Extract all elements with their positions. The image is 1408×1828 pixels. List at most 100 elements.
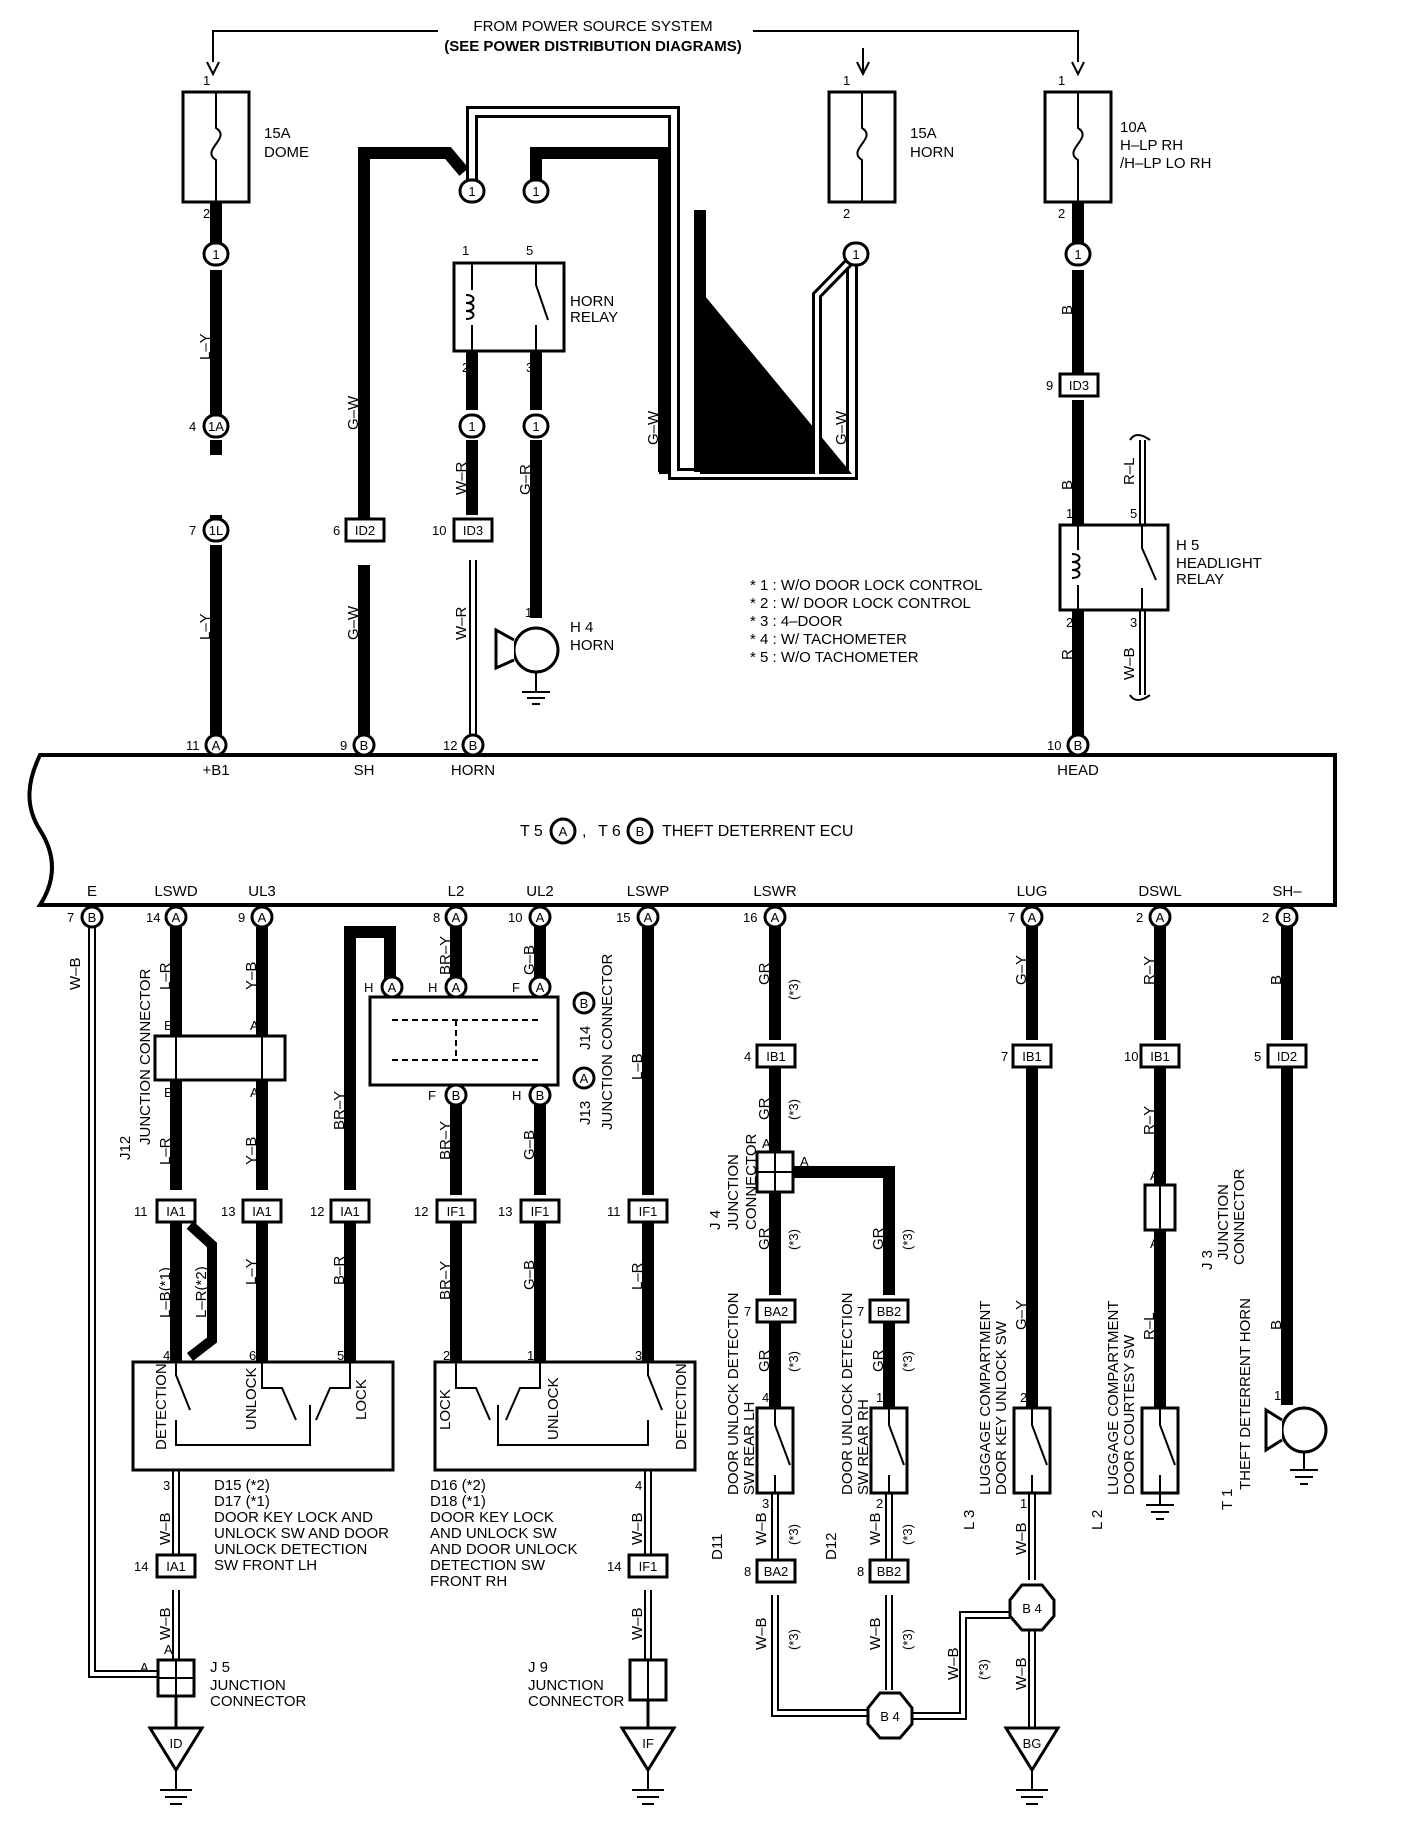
svg-text:14: 14 [146,910,160,925]
ecu-top-terminal: B 10 HEAD [1047,733,1099,779]
svg-text:W–B: W–B [1013,1657,1030,1690]
svg-text:A: A [388,980,397,995]
svg-text:12: 12 [414,1204,428,1219]
svg-text:D12: D12 [823,1532,840,1560]
svg-text:(*3): (*3) [786,979,801,1000]
svg-text:B: B [88,910,97,925]
svg-text:L–B: L–B [629,1053,646,1080]
svg-text:D17 (*1): D17 (*1) [214,1493,270,1510]
svg-text:W–B: W–B [867,1617,884,1650]
svg-text:2: 2 [1136,910,1143,925]
svg-text:1: 1 [468,419,475,434]
svg-text:J 3: J 3 [1199,1250,1216,1270]
svg-text:1: 1 [212,247,219,262]
svg-text:UNLOCK: UNLOCK [545,1377,562,1440]
svg-text:UNLOCK SW AND DOOR: UNLOCK SW AND DOOR [214,1525,389,1542]
svg-text:4: 4 [762,1390,769,1405]
svg-text:W–B: W–B [1121,647,1138,680]
svg-text:10: 10 [1124,1049,1138,1064]
ground-bg: BG [1003,1726,1061,1805]
svg-text:A: A [1150,1168,1159,1183]
svg-text:B: B [1059,305,1076,315]
svg-text:CONNECTOR: CONNECTOR [528,1693,625,1710]
svg-text:B: B [1268,1320,1285,1330]
svg-text:(*3): (*3) [900,1351,915,1372]
svg-text:HEADLIGHT: HEADLIGHT [1176,555,1262,572]
junction-j9: J 9 JUNCTION CONNECTOR [528,1658,668,1710]
svg-text:IB1: IB1 [1150,1049,1170,1064]
svg-text:(*3): (*3) [786,1229,801,1250]
svg-text:BA2: BA2 [764,1564,789,1579]
svg-text:L–R: L–R [157,1137,174,1165]
svg-text:E: E [164,1018,173,1033]
horn-h4: 1 H 4 HORN [494,605,614,705]
headlight-relay: 1 5 2 3 H 5 HEADLIGHT RELAY [1058,506,1262,630]
svg-text:1: 1 [852,247,859,262]
svg-text:L–B(*1): L–B(*1) [157,1267,174,1318]
svg-text:BB2: BB2 [877,1304,902,1319]
svg-text:L 3: L 3 [961,1510,978,1530]
svg-text:B: B [1283,910,1292,925]
svg-text:2: 2 [443,1348,450,1363]
svg-text:12: 12 [443,738,457,753]
junction-j13-j14: A H A H A F B F B H B A J14 J13 JUNCTION… [364,953,616,1130]
svg-text:3: 3 [1130,615,1137,630]
svg-text:J13: J13 [577,1101,594,1125]
svg-text:3: 3 [526,360,533,375]
fuse-dome: 1 15A DOME 2 [181,73,309,221]
svg-text:6: 6 [333,523,340,538]
svg-text:1: 1 [468,184,475,199]
wire-label-ly1: L–Y [197,333,214,360]
svg-text:G–Y: G–Y [1013,1300,1030,1330]
svg-text:UNLOCK: UNLOCK [243,1367,260,1430]
svg-text:3: 3 [163,1478,170,1493]
svg-text:THEFT DETERRENT HORN: THEFT DETERRENT HORN [1237,1298,1254,1490]
svg-text:2: 2 [1262,910,1269,925]
svg-text:L–R(*2): L–R(*2) [193,1266,210,1318]
svg-text:2: 2 [843,206,850,221]
svg-text:E: E [164,1085,173,1100]
svg-text:J14: J14 [577,1026,594,1050]
ground-if: IF [619,1726,677,1805]
svg-text:CONNECTOR: CONNECTOR [1231,1168,1248,1265]
junction-j4: A A J 4 JUNCTION CONNECTOR [707,1133,809,1230]
svg-text:LSWR: LSWR [753,883,797,900]
svg-text:BR–Y: BR–Y [437,936,454,975]
svg-text:LOCK: LOCK [353,1379,370,1420]
svg-text:THEFT DETERRENT ECU: THEFT DETERRENT ECU [662,823,853,840]
svg-text:SH: SH [354,762,375,779]
ecu-top-terminal: B 9 SH [340,733,376,779]
svg-text:9: 9 [340,738,347,753]
svg-text:A: A [258,910,267,925]
theft-deterrent-horn-t1: 1 THEFT DETERRENT HORN T 1 [1219,1298,1328,1510]
svg-text:5: 5 [1254,1049,1261,1064]
svg-text:1: 1 [876,1390,883,1405]
svg-text:RELAY: RELAY [1176,571,1224,588]
svg-text:10: 10 [432,523,446,538]
svg-text:3: 3 [762,1496,769,1511]
svg-text:A: A [536,910,545,925]
svg-text:GR: GR [870,1227,887,1250]
svg-text:5: 5 [526,243,533,258]
svg-text:GR: GR [756,1349,773,1372]
svg-text:LUGGAGE COMPARTMENT: LUGGAGE COMPARTMENT [1105,1301,1122,1495]
svg-text:A: A [644,910,653,925]
svg-text:12: 12 [310,1204,324,1219]
svg-text:L–Y: L–Y [243,1258,260,1285]
svg-text:A: A [164,1642,173,1657]
svg-text:A: A [1028,910,1037,925]
svg-text:G–W: G–W [345,605,362,640]
svg-text:(*3): (*3) [900,1229,915,1250]
svg-text:BR–Y: BR–Y [437,1261,454,1300]
svg-text:A: A [452,980,461,995]
svg-text:G–B: G–B [521,1260,538,1290]
svg-text:1: 1 [1058,73,1065,88]
svg-text:Y–B: Y–B [243,1137,260,1165]
svg-text:R–Y: R–Y [1141,956,1158,985]
svg-text:* 1 : W/O DOOR LOCK CONTROL: * 1 : W/O DOOR LOCK CONTROL [750,577,983,594]
svg-text:DSWL: DSWL [1138,883,1181,900]
svg-text:A: A [580,1071,589,1086]
ecu-top-terminal: A 11 +B1 [186,733,230,779]
connector-pill [202,241,230,267]
